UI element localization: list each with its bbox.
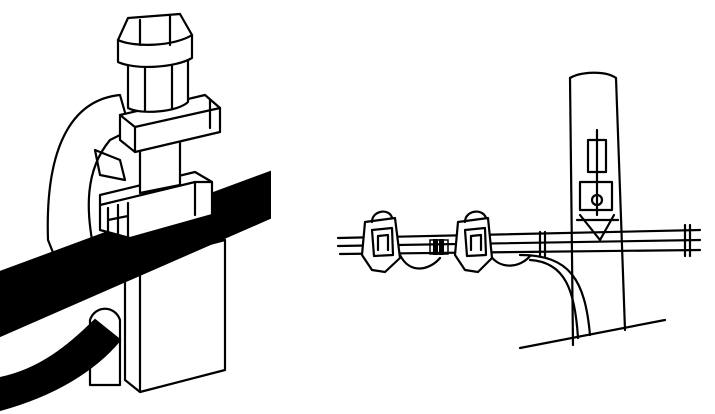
frame-notch [93, 148, 127, 182]
hex-nut [116, 12, 194, 69]
splice-bands [433, 239, 444, 255]
down-leads [398, 253, 592, 340]
bracket-arms [575, 213, 620, 242]
pole-installation [336, 71, 702, 350]
bracket-bolt [590, 193, 604, 207]
cylinder-edges [143, 56, 174, 112]
upper-block-edges [118, 98, 222, 154]
saddle-teeth [106, 201, 130, 238]
clamp-detail [0, 12, 271, 412]
wire-clamp-1 [360, 210, 402, 274]
pole-bracket [578, 128, 614, 217]
wire-ties [538, 223, 692, 258]
pole-top [568, 71, 618, 80]
black-cable [0, 318, 122, 412]
wire-clamp-2 [453, 210, 494, 274]
hex-nut-edges [116, 14, 194, 47]
ground-line [518, 318, 667, 350]
saddle-edges [98, 180, 214, 217]
